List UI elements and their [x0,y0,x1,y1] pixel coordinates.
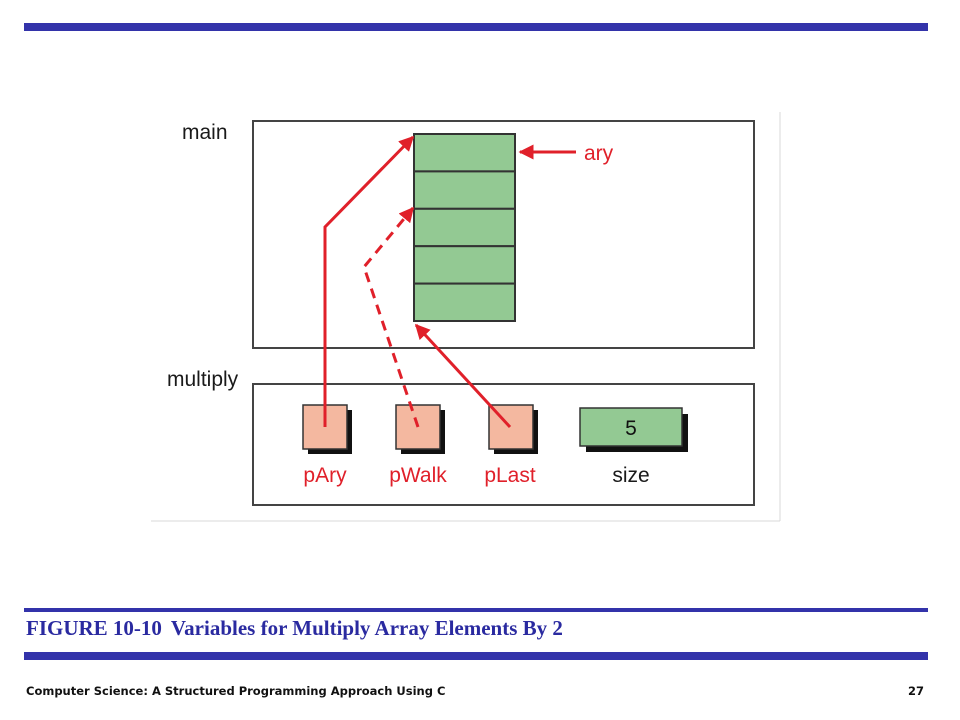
ary-label: ary [584,142,614,165]
array-cell [413,170,516,210]
main-frame-label: main [182,121,228,144]
figure-caption: FIGURE 10-10 Variables for Multiply Array… [26,616,563,641]
footer-page-number: 27 [908,684,925,698]
size-label: size [612,464,649,487]
caption-rule-top [24,608,928,612]
pWalk-arrow [362,206,420,428]
array-cell [413,133,516,173]
pLast-arrow [414,323,512,429]
array-cell [413,207,516,248]
array-cell [413,245,516,285]
caption-rule-bottom [24,652,928,660]
array-cell [413,282,516,323]
top-rule [24,23,928,31]
array-ary [413,133,516,323]
figure-title: Variables for Multiply Array Elements By… [170,616,563,640]
multiply-frame-label: multiply [167,368,239,391]
pWalk-label: pWalk [389,464,447,487]
footer-book-title: Computer Science: A Structured Programmi… [26,684,446,698]
pLast-label: pLast [484,464,536,487]
pAry-arrow [323,135,415,427]
size-box [579,407,683,447]
pAry-label: pAry [303,464,347,487]
figure-number: FIGURE 10-10 [26,616,162,640]
size-value: 5 [625,417,637,440]
figure-diagram: main multiply ary 5 pAry pWalk pLast siz… [151,112,781,522]
